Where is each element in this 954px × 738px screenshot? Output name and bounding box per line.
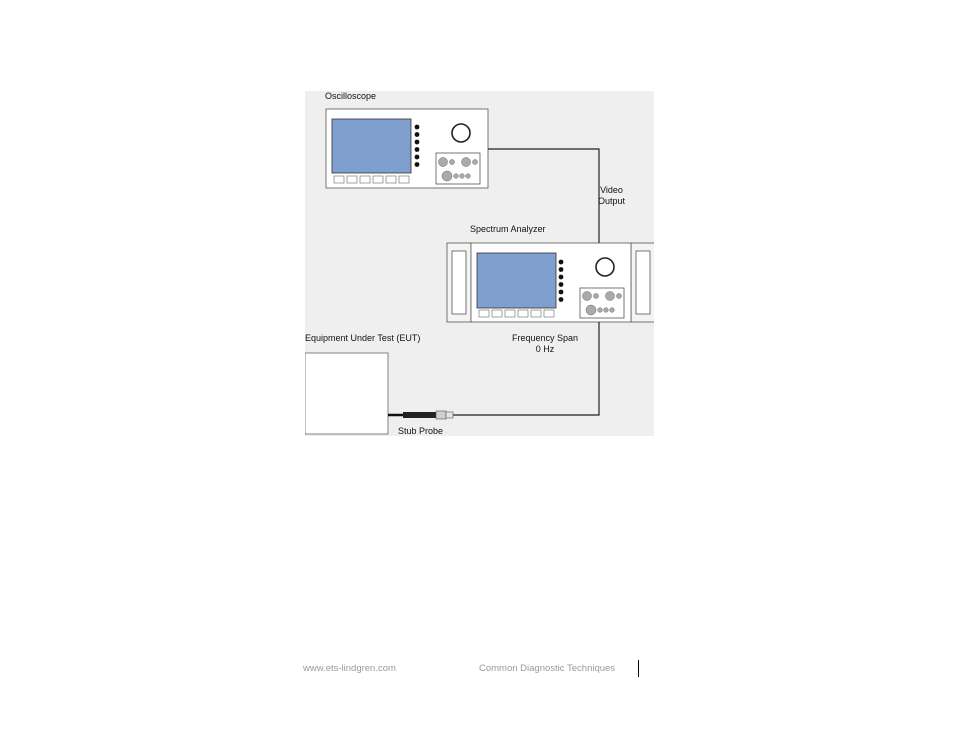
probe-body	[403, 412, 436, 418]
footer-url[interactable]: www.ets-lindgren.com	[303, 663, 396, 674]
stub-probe	[388, 410, 454, 420]
eut-label: Equipment Under Test (EUT)	[305, 333, 421, 343]
spectrum-analyzer-screen	[476, 252, 557, 309]
video-output-label: Video Output	[598, 185, 626, 206]
footer-title: Common Diagnostic Techniques	[479, 663, 616, 674]
spectrum-analyzer-knob	[595, 257, 615, 277]
oscilloscope-screen	[331, 118, 412, 174]
oscilloscope-softkeys	[414, 124, 420, 167]
video-output-cable	[488, 148, 600, 243]
eut-box	[305, 352, 389, 435]
stub-probe-label: Stub Probe	[398, 426, 444, 436]
diagram-canvas	[305, 108, 654, 435]
test-setup-diagram: Oscilloscope Video Output Spectrum Analy…	[305, 91, 654, 436]
spectrum-analyzer	[446, 242, 654, 323]
probe-cable	[453, 322, 600, 416]
oscilloscope	[325, 108, 489, 189]
spectrum-analyzer-buttons	[478, 309, 555, 318]
oscilloscope-label: Oscilloscope	[325, 91, 377, 101]
footer-divider	[638, 660, 639, 677]
oscilloscope-buttons	[333, 175, 410, 184]
spectrum-analyzer-softkeys	[558, 259, 564, 302]
oscilloscope-knob	[451, 123, 471, 143]
probe-connector	[435, 410, 447, 420]
frequency-span-label: Frequency Span 0 Hz	[512, 333, 579, 354]
spectrum-analyzer-label: Spectrum Analyzer	[470, 224, 546, 234]
